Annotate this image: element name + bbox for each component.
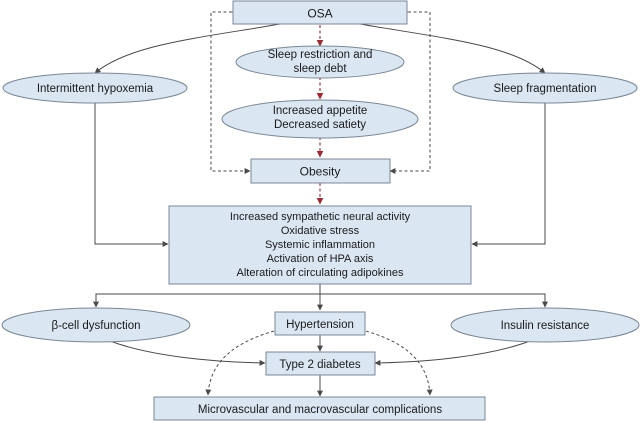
mechanism-item: Systemic inflammation bbox=[265, 239, 375, 251]
arrow-osa-to-hypoxemia bbox=[94, 23, 281, 74]
dashed-arrow-hypertension-to-complications-right bbox=[349, 326, 433, 396]
mechanism-item: Increased sympathetic neural activity bbox=[230, 211, 411, 223]
node-osa: OSA bbox=[232, 0, 408, 25]
node-obesity: Obesity bbox=[250, 158, 391, 184]
node-increased-appetite-line2: Decreased satiety bbox=[274, 119, 366, 131]
node-intermittent-hypoxemia: Intermittent hypoxemia bbox=[2, 72, 188, 104]
node-hypertension-label: Hypertension bbox=[286, 319, 354, 331]
arrow-mechanisms-to-beta-cell bbox=[93, 293, 320, 308]
node-type2-diabetes: Type 2 diabetes bbox=[265, 351, 376, 376]
arrow-osa-to-fragmentation bbox=[359, 23, 546, 74]
dashed-loop-left bbox=[210, 9, 251, 174]
node-sleep-fragmentation-label: Sleep fragmentation bbox=[494, 83, 597, 95]
node-mechanisms: Increased sympathetic neural activity Ox… bbox=[168, 205, 472, 285]
arrow-hypoxemia-to-mechanisms bbox=[94, 103, 169, 247]
node-increased-appetite: Increased appetite Decreased satiety bbox=[221, 99, 419, 139]
arrow-insulin-to-diabetes bbox=[374, 340, 531, 366]
node-increased-appetite-line1: Increased appetite bbox=[273, 105, 368, 117]
mechanism-item: Oxidative stress bbox=[281, 225, 360, 237]
arrow-beta-cell-to-diabetes bbox=[109, 340, 266, 366]
arrow-mechanisms-to-insulin bbox=[320, 293, 548, 308]
node-beta-cell-label: β-cell dysfunction bbox=[51, 320, 140, 332]
dashed-loop-right bbox=[389, 9, 431, 174]
node-sleep-restriction: Sleep restriction and sleep debt bbox=[235, 45, 405, 79]
node-obesity-label: Obesity bbox=[300, 165, 341, 179]
node-hypertension: Hypertension bbox=[274, 311, 366, 336]
node-insulin-resistance-label: Insulin resistance bbox=[501, 320, 590, 332]
node-complications: Microvascular and macrovascular complica… bbox=[153, 396, 486, 421]
arrow-fragmentation-to-mechanisms bbox=[471, 103, 546, 247]
node-beta-cell-dysfunction: β-cell dysfunction bbox=[1, 307, 191, 343]
mechanism-item: Activation of HPA axis bbox=[267, 253, 374, 265]
node-sleep-restriction-line2: sleep debt bbox=[293, 63, 347, 75]
node-sleep-restriction-line1: Sleep restriction and bbox=[268, 49, 373, 61]
connectors bbox=[93, 9, 548, 397]
node-sleep-fragmentation: Sleep fragmentation bbox=[452, 72, 638, 104]
mechanism-item: Alteration of circulating adipokines bbox=[237, 267, 404, 279]
node-osa-label: OSA bbox=[307, 7, 332, 21]
node-complications-label: Microvascular and macrovascular complica… bbox=[198, 404, 442, 416]
node-insulin-resistance: Insulin resistance bbox=[450, 307, 640, 343]
node-intermittent-hypoxemia-label: Intermittent hypoxemia bbox=[37, 83, 154, 95]
node-type2-diabetes-label: Type 2 diabetes bbox=[279, 359, 360, 371]
